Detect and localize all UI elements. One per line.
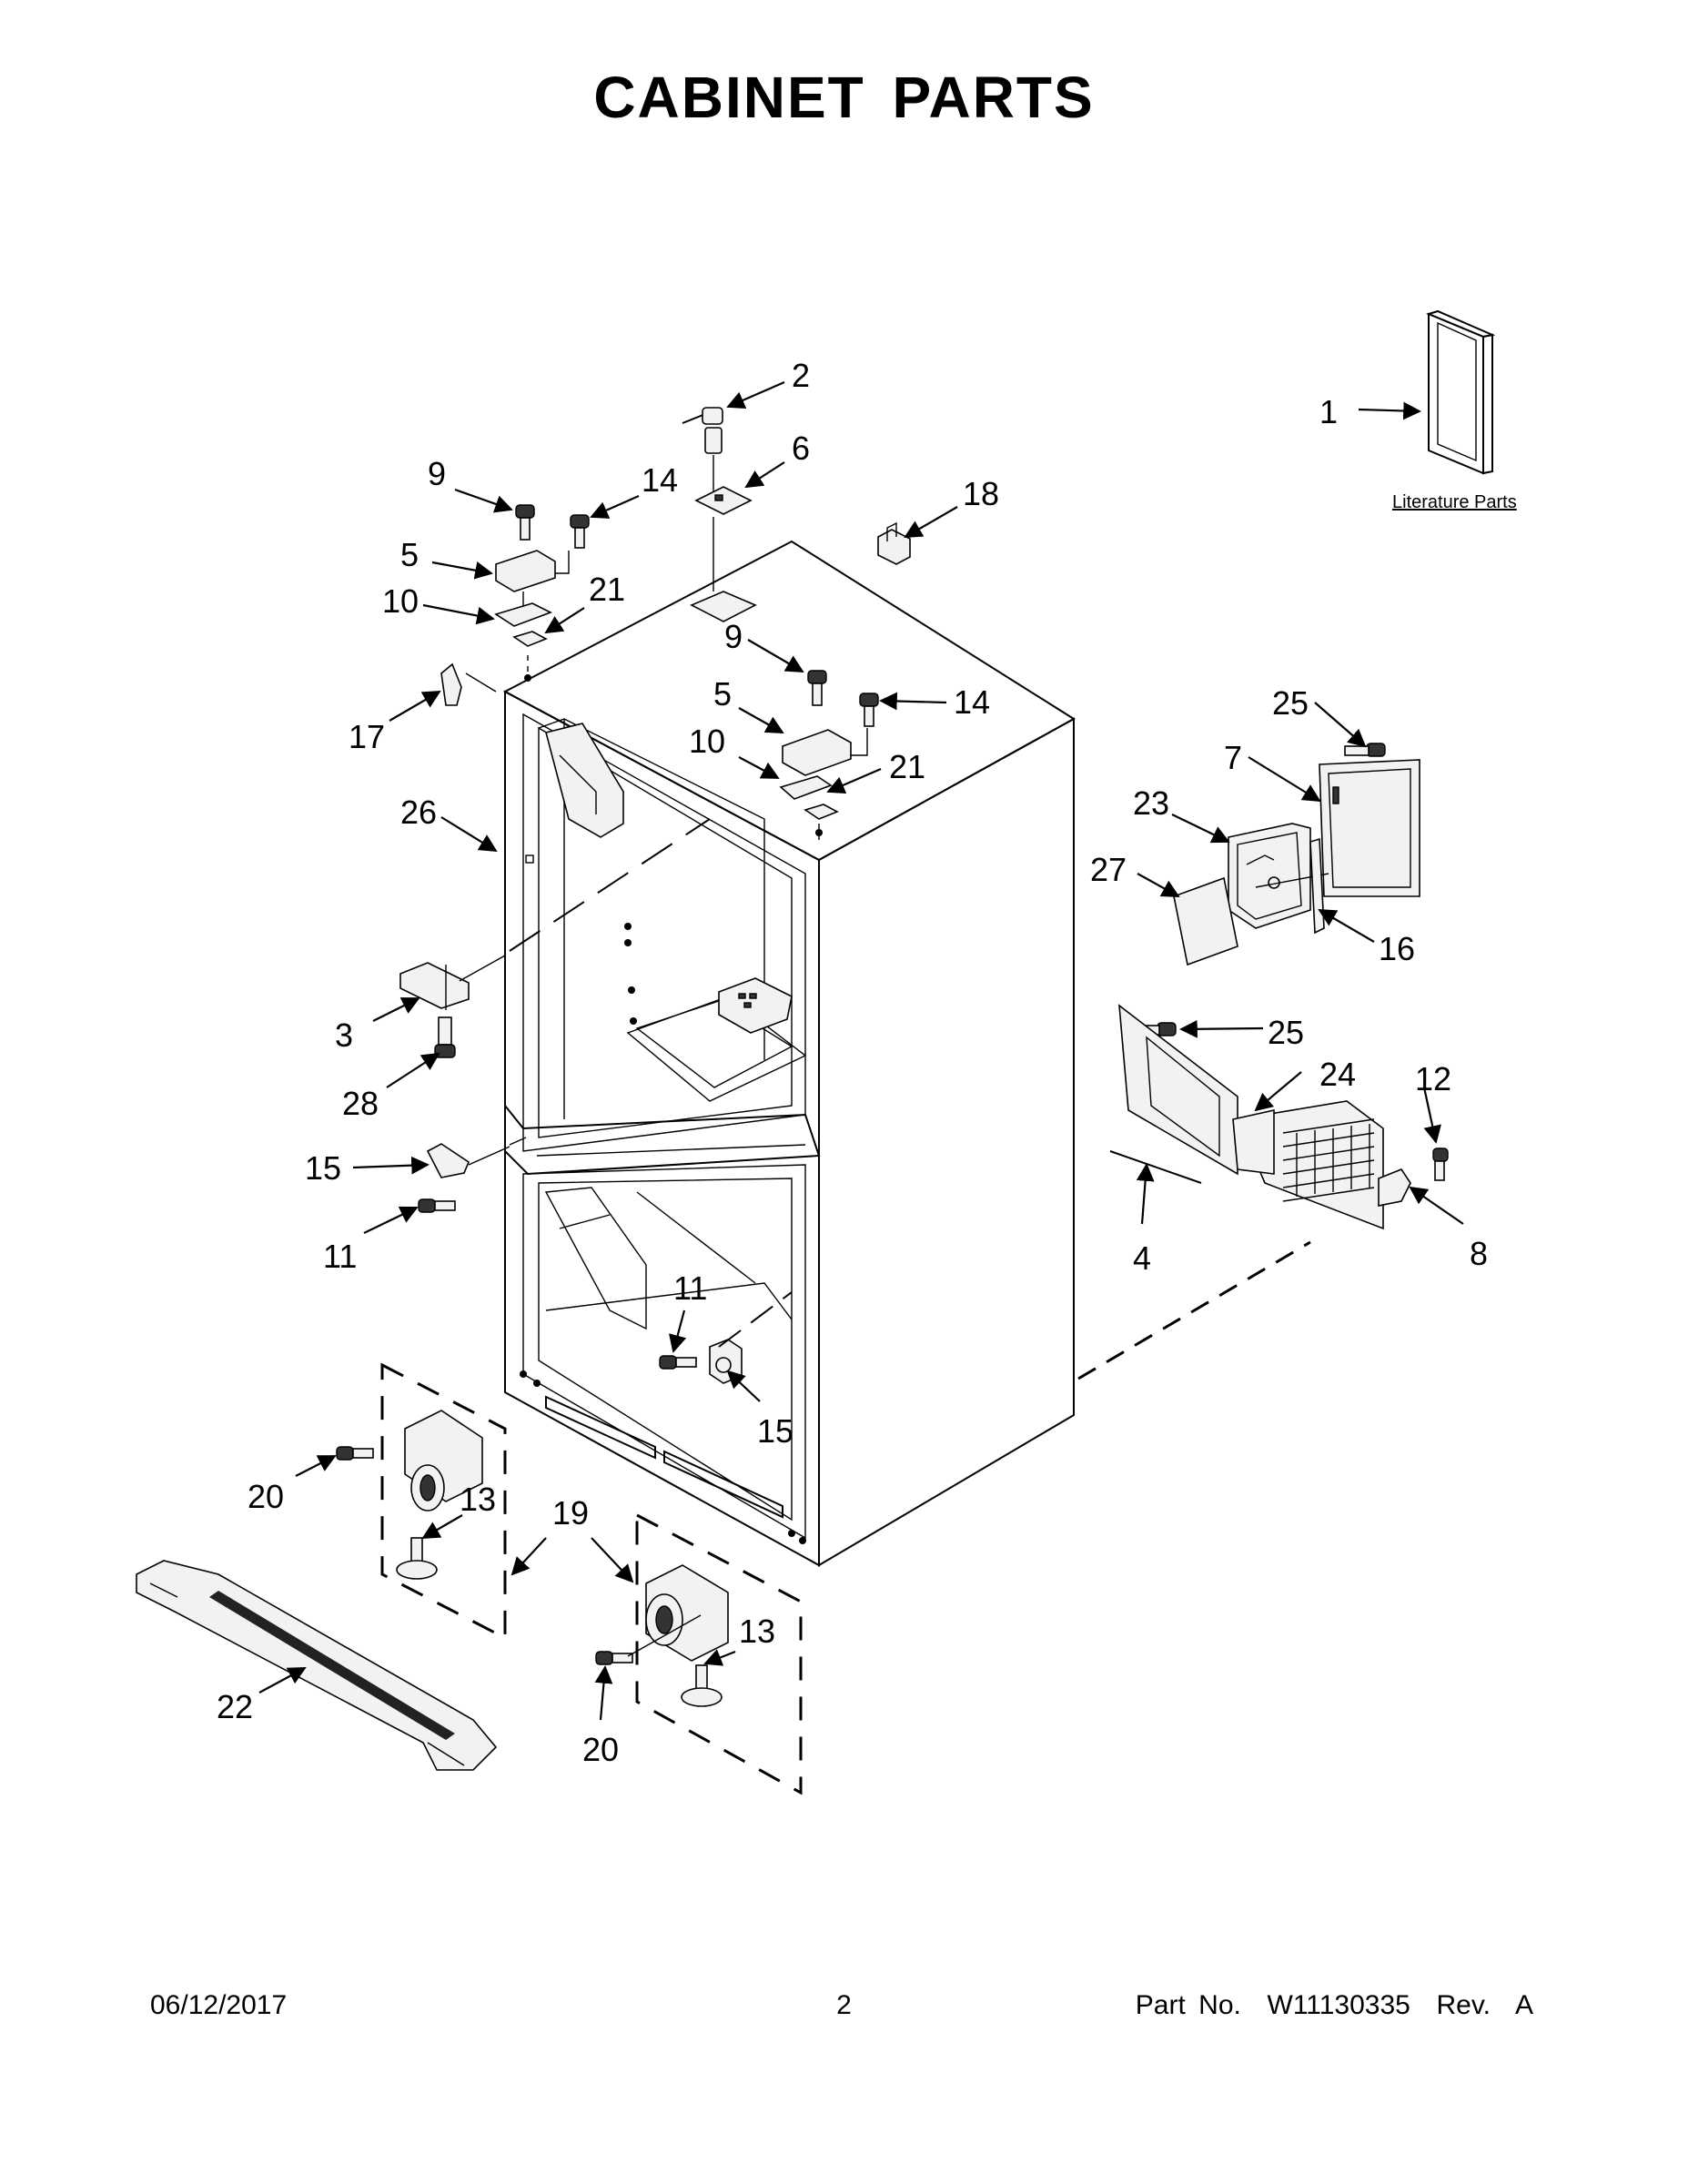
callout-25b: 25 (1268, 1014, 1304, 1051)
callout-11b: 11 (673, 1269, 707, 1307)
part-22-toe-grille (136, 1560, 498, 1771)
callout-15b: 15 (757, 1412, 793, 1450)
callout-15: 15 (305, 1149, 341, 1187)
control-box-group (1173, 743, 1420, 966)
callout-27: 27 (1090, 851, 1127, 888)
callout-20b: 20 (582, 1731, 619, 1768)
grille-leader (1077, 1240, 1311, 1380)
part-6-bracket (690, 486, 757, 622)
part-17-clip (440, 662, 497, 706)
callout-21b: 21 (889, 748, 925, 785)
callout-28: 28 (342, 1085, 379, 1122)
grille-group (1109, 1004, 1449, 1230)
callout-14: 14 (642, 461, 678, 499)
right-caster (595, 1512, 803, 1795)
page-title: CABINET PARTS (593, 65, 1095, 130)
callout-9b: 9 (724, 618, 743, 655)
literature-parts: Literature Parts (1392, 309, 1517, 512)
callout-5: 5 (400, 536, 419, 573)
left-hinge-assembly (494, 504, 590, 673)
callout-13: 13 (460, 1481, 496, 1518)
footer-page-number: 2 (836, 1990, 852, 2020)
left-bracket-15-11 (418, 1137, 527, 1213)
callout-4: 4 (1133, 1239, 1151, 1277)
callout-8: 8 (1470, 1235, 1488, 1272)
callout-10b: 10 (689, 723, 725, 760)
part-3-bracket (399, 818, 711, 1058)
callout-26: 26 (400, 794, 437, 831)
callout-25: 25 (1272, 684, 1309, 722)
callout-3: 3 (335, 1016, 353, 1054)
callout-23: 23 (1133, 784, 1169, 822)
callout-6: 6 (792, 430, 810, 467)
leader-arrows (258, 380, 1464, 1721)
cabinet-body (502, 540, 1076, 1567)
callout-11: 11 (323, 1238, 357, 1275)
callout-9: 9 (428, 455, 446, 492)
footer-date: 06/12/2017 (150, 1990, 288, 2020)
part-2-fitting (682, 407, 723, 491)
callout-12: 12 (1415, 1060, 1451, 1097)
left-caster (336, 1362, 507, 1641)
callout-16: 16 (1379, 930, 1415, 967)
callout-22: 22 (217, 1688, 253, 1725)
footer-part-number: Part No. W11130335 Rev. A (1135, 1990, 1533, 2020)
callout-14b: 14 (954, 683, 990, 721)
callout-numbers: 1 2 3 4 5 5 6 7 8 9 9 10 10 11 11 12 13 … (217, 357, 1488, 1768)
callout-18: 18 (963, 475, 999, 512)
callout-13b: 13 (739, 1613, 775, 1650)
callout-21: 21 (589, 571, 625, 608)
callout-17: 17 (349, 718, 385, 755)
callout-19: 19 (552, 1494, 589, 1532)
callout-10: 10 (382, 582, 419, 620)
callout-1: 1 (1319, 393, 1338, 430)
literature-label: Literature Parts (1392, 492, 1517, 512)
right-hinge-assembly (779, 670, 879, 842)
part-18-clip (877, 521, 911, 565)
callout-5b: 5 (713, 675, 732, 713)
callout-20: 20 (248, 1478, 284, 1515)
callout-24: 24 (1319, 1056, 1356, 1093)
callout-7: 7 (1224, 739, 1242, 776)
callout-2: 2 (792, 357, 810, 394)
